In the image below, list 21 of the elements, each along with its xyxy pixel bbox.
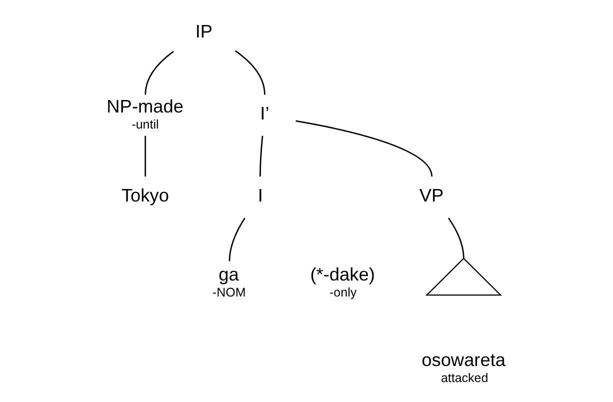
label: -only — [330, 285, 357, 300]
connector — [144, 136, 146, 177]
connector — [259, 136, 264, 177]
connector — [228, 218, 246, 262]
connector — [144, 50, 174, 95]
connector — [296, 120, 432, 177]
label: (*-dake) — [310, 264, 375, 284]
node-text: osowareta — [422, 350, 506, 370]
connector — [234, 50, 266, 95]
node-label: -NOM — [212, 285, 246, 300]
node-label: attacked — [440, 371, 488, 386]
connector — [448, 218, 464, 258]
node-text: VP — [419, 185, 444, 206]
node-triangle — [425, 258, 502, 296]
node-text: NP-made — [106, 96, 184, 117]
node-label: -until — [132, 118, 159, 132]
node-text: Tokyo — [121, 185, 169, 206]
node-text: I’ — [260, 103, 270, 124]
node-text: ga — [218, 264, 239, 284]
node-text: IP — [195, 22, 213, 42]
node-text: I — [258, 185, 263, 206]
